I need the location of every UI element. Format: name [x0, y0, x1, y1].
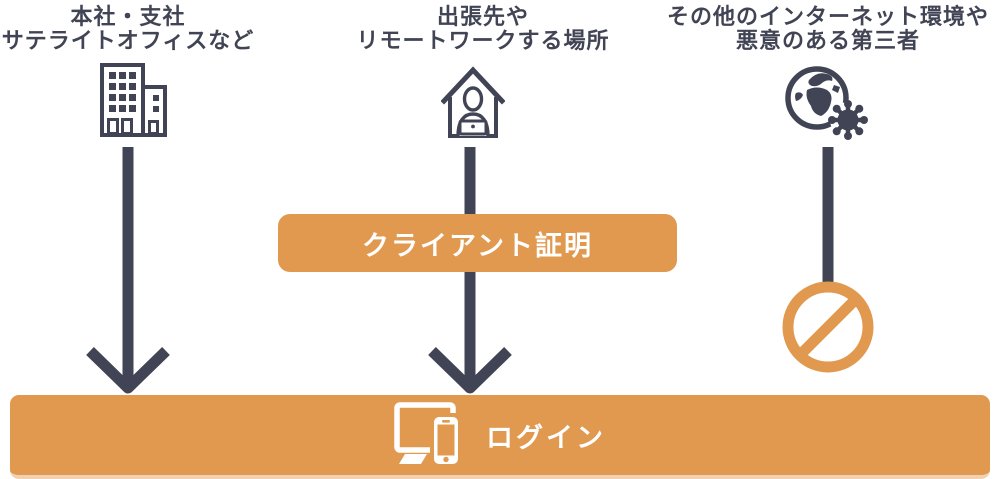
prohibition-icon	[782, 281, 874, 373]
column-title-internet-line2: 悪意のある第三者	[735, 28, 920, 53]
office-building-icon	[100, 63, 167, 137]
login-label: ログイン	[486, 422, 606, 453]
devices-icon	[394, 402, 462, 468]
column-title-office: 本社・支社 サテライトオフィスなど	[0, 5, 260, 53]
column-title-office-line2: サテライトオフィスなど	[1, 28, 255, 53]
client-certificate-label: クライアント証明	[362, 230, 593, 261]
globe-malware-icon	[785, 66, 868, 140]
login-bar: ログイン	[10, 395, 990, 479]
column-title-remote: 出張先や リモートワークする場所	[333, 5, 633, 53]
down-arrow-remote-head	[428, 347, 512, 394]
column-title-remote-line2: リモートワークする場所	[356, 28, 610, 53]
column-title-internet-line1: その他のインターネット環境や	[666, 4, 989, 29]
column-title-internet: その他のインターネット環境や 悪意のある第三者	[662, 5, 994, 53]
down-arrow-office-head	[86, 347, 170, 394]
column-title-office-line1: 本社・支社	[70, 4, 186, 29]
remote-work-house-icon	[441, 66, 505, 138]
client-certificate-box: クライアント証明	[278, 214, 677, 272]
column-title-remote-line1: 出張先や	[436, 4, 529, 29]
